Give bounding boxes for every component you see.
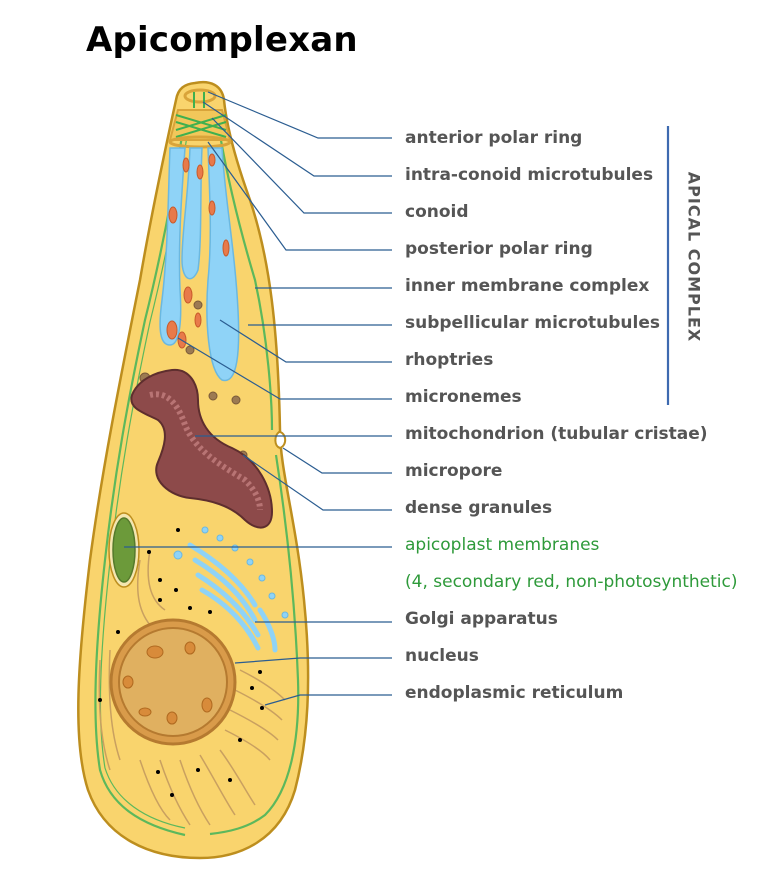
label-inner-membrane-complex: inner membrane complex [405,276,650,296]
label-dense-granules: dense granules [405,498,553,518]
label-anterior-polar-ring: anterior polar ring [405,128,583,148]
rhoptries-group [159,147,240,382]
label-apicoplast-note: (4, secondary red, non-photosynthetic) [405,572,738,592]
nucleolus-group [122,641,213,725]
label-golgi-apparatus: Golgi apparatus [405,609,558,629]
label-micropore: micropore [405,461,503,481]
posterior-polar-ring-shape [168,135,232,149]
label-posterior-polar-ring: posterior polar ring [405,239,593,259]
diagram-title: Apicomplexan [86,20,358,60]
ribosomes [98,528,264,797]
label-intra-conoid-microtubules: intra-conoid microtubules [405,165,654,185]
er-group [98,549,286,826]
inner-membrane-right [218,134,274,431]
label-nucleus: nucleus [405,646,479,666]
micronemes-group [166,153,230,349]
label-conoid: conoid [405,202,469,222]
apical-complex-label: APICAL COMPLEX [684,171,704,343]
label-endoplasmic-reticulum: endoplasmic reticulum [405,683,624,703]
label-mitochondrion: mitochondrion (tubular cristae) [405,424,708,444]
golgi-group [187,542,278,653]
mitochondrion-cristae [149,391,263,511]
apicoplast-inner [112,517,136,583]
label-rhoptries: rhoptries [405,350,494,370]
label-apicoplast-membranes: apicoplast membranes [405,535,600,555]
label-subpellicular-microtubules: subpellicular microtubules [405,313,661,333]
label-micronemes: micronemes [405,387,522,407]
anterior-polar-ring-shape [183,88,217,104]
micropore-shape [274,430,287,450]
leader-lines [124,91,392,706]
inner-membrane-left [94,129,186,837]
intra-conoid-microtubules [175,92,227,138]
inner-membrane-right2 [209,454,300,836]
